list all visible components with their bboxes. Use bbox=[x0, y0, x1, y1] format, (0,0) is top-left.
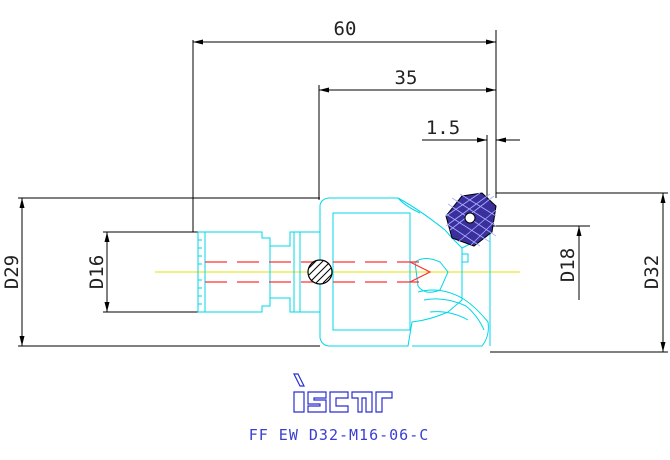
dimension-1-5-label: 1.5 bbox=[426, 117, 460, 139]
iscar-logo-icon bbox=[293, 373, 393, 413]
dimension-d32-label: D32 bbox=[641, 255, 663, 289]
dimension-35-label: 35 bbox=[395, 67, 418, 89]
tool-outline bbox=[197, 197, 491, 347]
dimension-d16-label: D16 bbox=[86, 255, 108, 289]
dimension-60-label: 60 bbox=[334, 18, 357, 40]
dimension-d29: D29 bbox=[1, 197, 320, 347]
dimension-60: 60 bbox=[192, 18, 497, 232]
dimension-d29-label: D29 bbox=[1, 255, 23, 289]
dimension-35: 35 bbox=[318, 67, 496, 200]
coolant-hole-marker bbox=[307, 259, 333, 285]
dimension-d32: D32 bbox=[490, 192, 668, 353]
dimension-d18-label: D18 bbox=[557, 248, 579, 282]
cutting-insert bbox=[445, 192, 497, 247]
part-number-caption: FF EW D32-M16-06-C bbox=[249, 426, 430, 444]
dimension-d18: D18 bbox=[488, 225, 590, 300]
dimension-d16: D16 bbox=[86, 231, 205, 313]
dimension-1-5: 1.5 bbox=[422, 117, 520, 200]
